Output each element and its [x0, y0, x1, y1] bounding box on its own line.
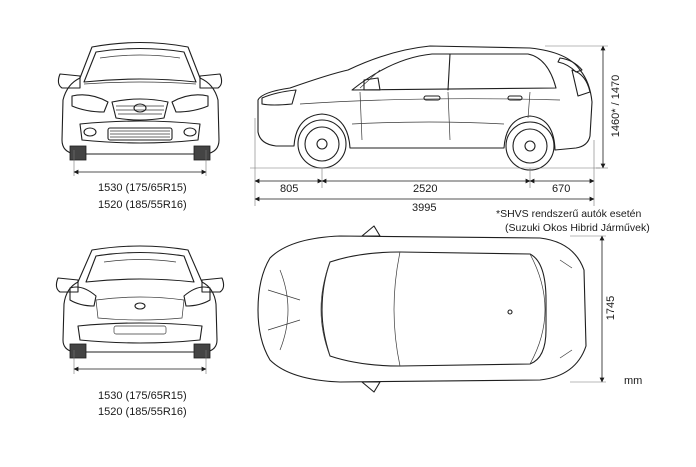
rear-track-label-1: 1530 (175/65R15): [98, 390, 187, 402]
shvs-note-line1: *SHVS rendszerű autók esetén: [496, 208, 642, 220]
wheelbase-label: 2520: [413, 183, 438, 195]
height-label: 1460* / 1470: [610, 74, 622, 138]
top-view-car: [257, 225, 587, 393]
overall-length-label: 3995: [412, 202, 437, 214]
width-label: 1745: [605, 295, 617, 321]
shvs-note-line2: (Suzuki Okos Hibrid Járművek): [505, 222, 650, 234]
length-dimensions: [254, 118, 595, 206]
front-track-dimension: [73, 150, 207, 176]
rear-overhang-label: 670: [552, 183, 571, 195]
rear-view-car: [55, 245, 225, 359]
rear-track-label-2: 1520 (185/55R16): [98, 406, 187, 418]
front-overhang-label: 805: [280, 183, 299, 195]
front-track-label-1: 1530 (175/65R15): [98, 182, 187, 194]
front-view-car: [57, 41, 223, 161]
height-dimension: [545, 45, 608, 169]
rear-track-dimension: [73, 350, 207, 374]
front-track-label-2: 1520 (185/55R16): [98, 199, 187, 211]
unit-label: mm: [624, 375, 643, 387]
side-view-car: [250, 45, 600, 171]
width-dimension: [570, 235, 606, 383]
